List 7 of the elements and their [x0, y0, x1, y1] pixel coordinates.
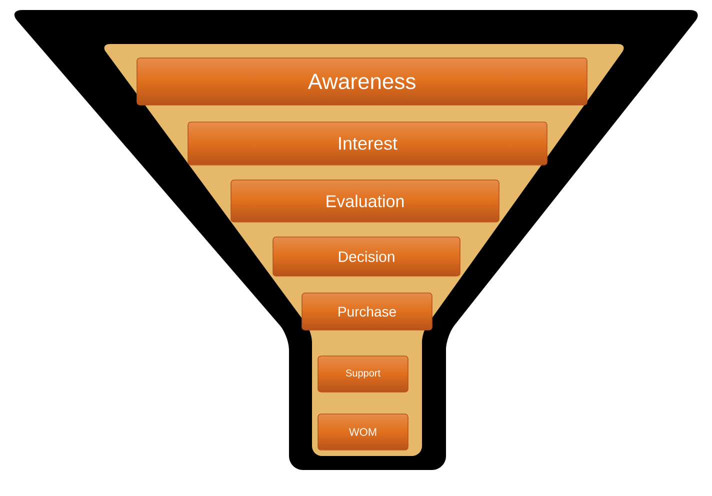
- stage-bar: WOM: [318, 414, 408, 450]
- stage-bar: Decision: [272, 236, 460, 276]
- stage-bar: Purchase: [302, 292, 432, 330]
- stage-bar: Evaluation: [230, 180, 500, 222]
- stage-bar: Interest: [188, 122, 548, 166]
- stage-bar: Awareness: [136, 58, 588, 106]
- stage-bar: Support: [318, 356, 408, 392]
